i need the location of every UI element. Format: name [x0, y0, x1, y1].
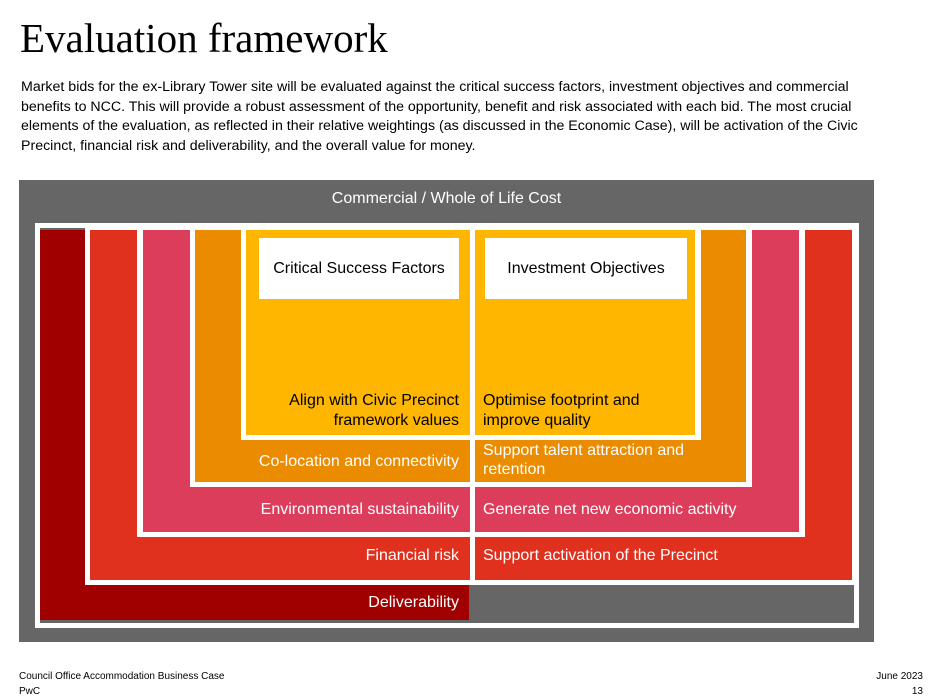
io-economic-activity: Generate net new economic activity [483, 501, 737, 518]
csf-environmental: Environmental sustainability [260, 501, 459, 518]
csf-deliverability: Deliverability [368, 594, 459, 611]
intro-paragraph: Market bids for the ex-Library Tower sit… [21, 79, 858, 155]
evaluation-framework-diagram: Commercial / Whole of Life Cost Critical… [19, 180, 874, 642]
footer-brand: PwC [19, 686, 41, 697]
critical-success-factors-header: Critical Success Factors [259, 238, 459, 299]
footer-date: June 2023 [876, 671, 923, 682]
investment-objectives-label: Investment Objectives [507, 259, 665, 277]
io-optimise-footprint: Optimise footprint and improve quality [483, 392, 640, 429]
io-talent-attraction: Support talent attraction and retention [483, 442, 685, 478]
csf-align-civic-precinct: Align with Civic Precinct framework valu… [289, 392, 459, 429]
footer-page-number: 13 [911, 686, 923, 697]
csf-financial-risk: Financial risk [365, 547, 459, 564]
investment-objectives-header: Investment Objectives [485, 238, 687, 299]
outer-label: Commercial / Whole of Life Cost [331, 190, 562, 207]
page-title: Evaluation framework [20, 15, 388, 61]
critical-success-factors-label: Critical Success Factors [273, 259, 445, 277]
csf-colocation: Co-location and connectivity [258, 453, 459, 470]
io-support-activation: Support activation of the Precinct [483, 547, 718, 564]
footer-document-title: Council Office Accommodation Business Ca… [19, 671, 225, 682]
